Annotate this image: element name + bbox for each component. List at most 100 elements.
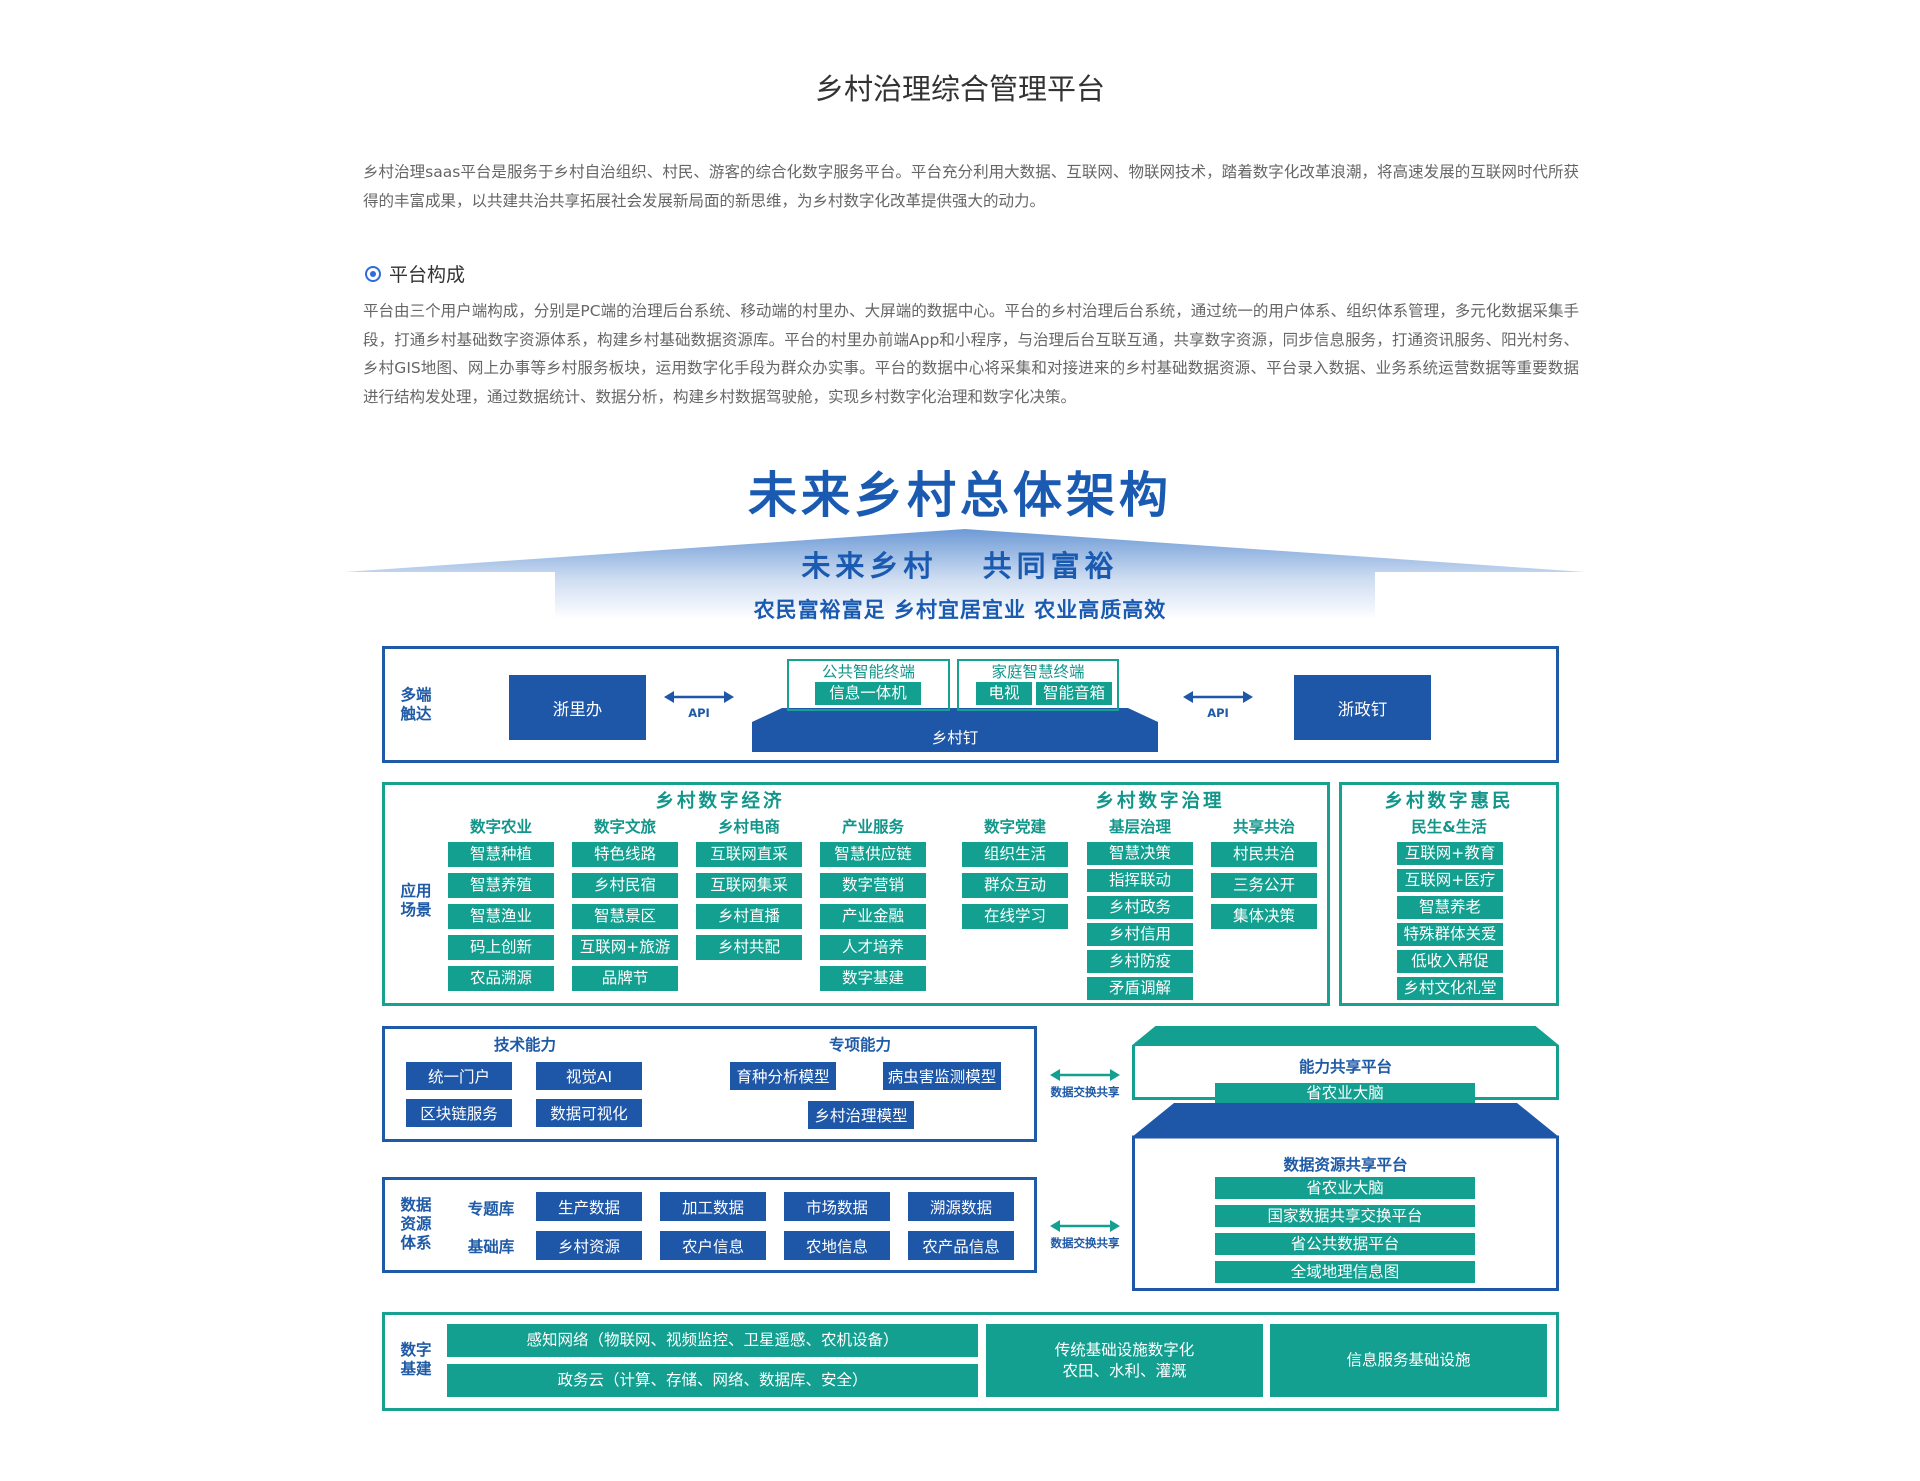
page-title: 乡村治理综合管理平台: [814, 72, 1105, 106]
exchange-arrow-icon: [1050, 1069, 1120, 1081]
exchange-arrow-icon: [1050, 1220, 1120, 1232]
column-head: 产业服务: [841, 818, 904, 836]
scene-item[interactable]: 数字营销: [820, 873, 926, 898]
scene-item[interactable]: 指挥联动: [1087, 869, 1193, 892]
data-item[interactable]: 乡村资源: [536, 1231, 642, 1260]
scene-item[interactable]: 乡村防疫: [1087, 950, 1193, 973]
scene-item[interactable]: 群众互动: [962, 873, 1068, 898]
capability-platform-shape: [1132, 1026, 1559, 1100]
capability-platform-title: 能力共享平台: [1298, 1058, 1392, 1076]
infra-frame: [382, 1312, 1559, 1411]
scene-item[interactable]: 智慧供应链: [820, 842, 926, 867]
data-item[interactable]: 农户信息: [660, 1231, 766, 1260]
scene-item[interactable]: 智慧养殖: [448, 873, 554, 898]
capability-item[interactable]: 统一门户: [406, 1062, 512, 1090]
benefit-head: 民生&生活: [1411, 818, 1487, 836]
scene-item[interactable]: 智慧种植: [448, 842, 554, 867]
capability-platform-item[interactable]: 省农业大脑: [1215, 1083, 1475, 1104]
capability-item[interactable]: 视觉AI: [536, 1062, 642, 1090]
scene-item[interactable]: 特色线路: [572, 842, 678, 867]
scene-item[interactable]: 特殊群体关爱: [1397, 923, 1503, 946]
column-head: 基层治理: [1108, 818, 1171, 836]
scene-item[interactable]: 乡村文化礼堂: [1397, 977, 1503, 1000]
scene-item[interactable]: 智慧养老: [1397, 896, 1503, 919]
banner-roof: [345, 529, 1585, 619]
gov-cloud[interactable]: 政务云（计算、存储、网络、数据库、安全）: [447, 1364, 978, 1397]
scene-item[interactable]: 乡村民宿: [572, 873, 678, 898]
scene-item[interactable]: 组织生活: [962, 842, 1068, 867]
tv-terminal[interactable]: 电视: [976, 682, 1032, 705]
scene-item[interactable]: 矛盾调解: [1087, 977, 1193, 1000]
scene-item[interactable]: 乡村信用: [1087, 923, 1193, 946]
data-platform-item[interactable]: 全域地理信息图: [1215, 1261, 1475, 1283]
xiangcunding-label: 乡村钉: [931, 729, 979, 747]
scene-item[interactable]: 互联网+教育: [1397, 842, 1503, 865]
scene-item[interactable]: 乡村政务: [1087, 896, 1193, 919]
column-head: 乡村电商: [717, 818, 780, 836]
scene-item[interactable]: 智慧景区: [572, 904, 678, 929]
info-kiosk[interactable]: 信息一体机: [815, 682, 921, 705]
tech-title: 技术能力: [493, 1036, 556, 1054]
zhezhengding-app[interactable]: 浙政钉: [1294, 675, 1431, 740]
scene-item[interactable]: 人才培养: [820, 935, 926, 960]
data-item[interactable]: 溯源数据: [908, 1192, 1014, 1221]
data-platform-item[interactable]: 省农业大脑: [1215, 1177, 1475, 1199]
base-label: 基础库: [467, 1238, 515, 1256]
scene-item[interactable]: 村民共治: [1211, 842, 1317, 867]
scene-item[interactable]: 互联网直采: [696, 842, 802, 867]
column-head: 数字农业: [469, 818, 532, 836]
scene-item[interactable]: 智慧渔业: [448, 904, 554, 929]
scene-item[interactable]: 在线学习: [962, 904, 1068, 929]
smart-speaker-terminal[interactable]: 智能音箱: [1036, 682, 1112, 705]
scene-item[interactable]: 乡村直播: [696, 904, 802, 929]
scene-item[interactable]: 码上创新: [448, 935, 554, 960]
capability-item[interactable]: 病虫害监测模型: [883, 1062, 1001, 1090]
capability-item[interactable]: 数据可视化: [536, 1099, 642, 1127]
platform-base-shape: [752, 708, 1158, 752]
capability-item[interactable]: 区块链服务: [406, 1099, 512, 1127]
scene-item[interactable]: 智慧决策: [1087, 842, 1193, 865]
double-arrow-icon: [1183, 691, 1253, 703]
data-platform-item[interactable]: 国家数据共享交换平台: [1215, 1205, 1475, 1227]
benefit-title: 乡村数字惠民: [1384, 791, 1514, 812]
terminals-frame: [382, 646, 1559, 763]
radio-dot-icon: [365, 266, 381, 282]
data-platform-item[interactable]: 省公共数据平台: [1215, 1233, 1475, 1255]
scene-item[interactable]: 互联网+旅游: [572, 935, 678, 960]
data-item[interactable]: 农地信息: [784, 1231, 890, 1260]
public-terminal-title: 公共智能终端: [821, 663, 915, 681]
traditional-infra[interactable]: 传统基础设施数字化 农田、水利、灌溉: [986, 1324, 1263, 1397]
scene-item[interactable]: 品牌节: [572, 966, 678, 991]
public-terminal-frame: [787, 659, 950, 711]
data-item[interactable]: 加工数据: [660, 1192, 766, 1221]
scene-item[interactable]: 农品溯源: [448, 966, 554, 991]
infra-label: 数字 基建: [400, 1341, 432, 1378]
scene-item[interactable]: 互联网+医疗: [1397, 869, 1503, 892]
scene-item[interactable]: 数字基建: [820, 966, 926, 991]
data-item[interactable]: 生产数据: [536, 1192, 642, 1221]
info-service-infra[interactable]: 信息服务基础设施: [1270, 1324, 1547, 1397]
data-item[interactable]: 市场数据: [784, 1192, 890, 1221]
capability-item[interactable]: 育种分析模型: [730, 1062, 836, 1090]
data-label: 数据 资源 体系: [400, 1196, 432, 1252]
sensing-network[interactable]: 感知网络（物联网、视频监控、卫星遥感、农机设备）: [447, 1324, 978, 1357]
scene-item[interactable]: 互联网集采: [696, 873, 802, 898]
scene-item[interactable]: 集体决策: [1211, 904, 1317, 929]
section-title: 平台构成: [389, 264, 466, 286]
special-title: 专项能力: [828, 1036, 891, 1054]
home-terminal-title: 家庭智慧终端: [991, 663, 1085, 681]
scene-item[interactable]: 低收入帮促: [1397, 950, 1503, 973]
governance-title: 乡村数字治理: [1095, 791, 1225, 812]
capability-item[interactable]: 乡村治理模型: [808, 1101, 914, 1129]
zheliban-app[interactable]: 浙里办: [509, 675, 646, 740]
data-item[interactable]: 农产品信息: [908, 1231, 1014, 1260]
scene-item[interactable]: 三务公开: [1211, 873, 1317, 898]
diagram-title: 未来乡村总体架构: [747, 467, 1172, 524]
scene-item[interactable]: 乡村共配: [696, 935, 802, 960]
scenes-label: 应用 场景: [400, 882, 432, 919]
scene-item[interactable]: 产业金融: [820, 904, 926, 929]
capability-frame: [382, 1026, 1037, 1142]
api-label: API: [1207, 706, 1229, 720]
exchange-label: 数据交换共享: [1050, 1236, 1120, 1250]
subslogan: 农民富裕富足 乡村宜居宜业 农业高质高效: [753, 598, 1167, 622]
